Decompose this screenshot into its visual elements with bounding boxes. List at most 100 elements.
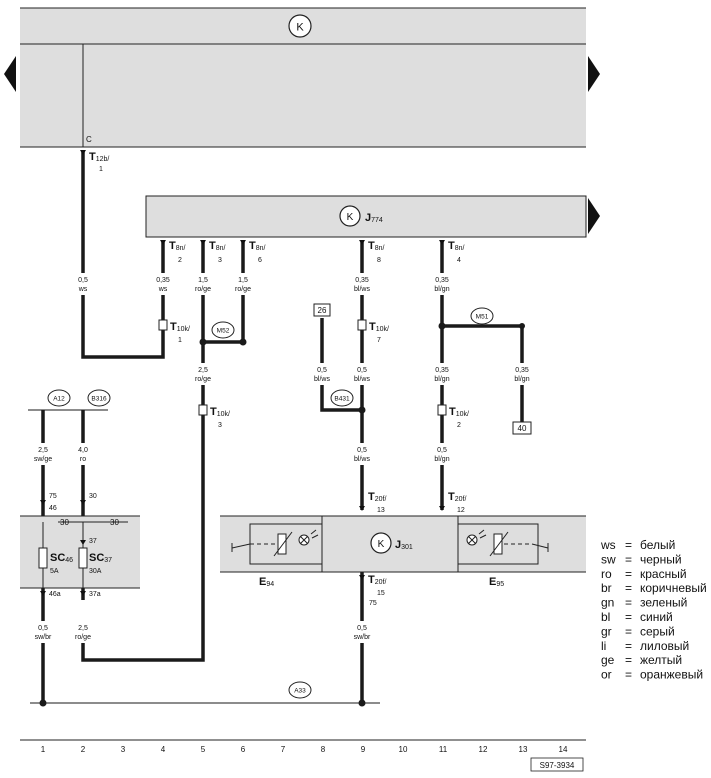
point-label: B431: [334, 396, 350, 403]
pin-arrow-icon: [200, 240, 206, 245]
wire-size: 0,35: [355, 277, 369, 284]
legend-code: bl: [601, 610, 610, 624]
wire-size: 0,5: [357, 625, 367, 632]
t10k7-pin: 7: [377, 337, 381, 344]
wire-label: 0,5bl/ws: [348, 443, 376, 465]
sc37-amp: 30A: [89, 568, 102, 575]
wire-label: 0,5 bl/ws: [308, 363, 336, 385]
t20f15-label: T20f/: [368, 574, 386, 586]
sc46-out-pin: 46a: [49, 591, 61, 598]
legend-name: оранжевый: [640, 668, 703, 682]
legend-entry: sw=черный: [601, 552, 682, 566]
t10k2-pin: 2: [457, 422, 461, 429]
wire-size: 4,0: [78, 447, 88, 454]
pin-arrow-icon: [439, 240, 445, 245]
fuse-box-sc: 30 30 SC46 5A SC37 30A 37 46 75 30 46a 3…: [20, 493, 140, 598]
t20f15-terminal: 75: [369, 600, 377, 607]
wire-label: 0,5sw/br: [29, 621, 57, 643]
t20f15-pin: 15: [377, 590, 385, 597]
legend-entry: ge=желтый: [601, 653, 682, 667]
grid-number: 9: [361, 745, 366, 754]
wire-label: 0,5bl/gn: [428, 443, 456, 465]
grid-number: 7: [281, 745, 286, 754]
wire-label: 2,5ro/ge: [69, 621, 97, 643]
figure-id: S97-3934: [540, 761, 575, 770]
wire-color: ws: [158, 286, 168, 293]
wire-size: 0,35: [156, 277, 170, 284]
t8n2-pin: 2: [178, 257, 182, 264]
t12b-label: T12b/: [89, 151, 109, 163]
legend-name: белый: [640, 538, 675, 552]
e94-heater-switch-icon: [231, 523, 323, 565]
t8n3-pin: 3: [218, 257, 222, 264]
t10k1-pin: 1: [178, 337, 182, 344]
legend-name: зеленый: [640, 596, 687, 610]
point-b431: B431: [330, 389, 354, 407]
point-label: A12: [53, 396, 65, 403]
wire-label: 0,5bl/ws: [348, 363, 376, 385]
pin-arrow-icon: [359, 240, 365, 245]
pin-arrow-icon: [439, 506, 445, 511]
t10k1-label: T10k/: [170, 321, 190, 333]
sc46-feed-pin: 75: [49, 493, 57, 500]
t8n6-label: T8n/: [249, 240, 266, 252]
point-label: M52: [217, 328, 230, 335]
legend-name: желтый: [640, 653, 682, 667]
j774-symbol: K: [347, 212, 354, 223]
j301-label: J301: [395, 539, 413, 551]
wire-label: 1,5ro/ge: [229, 273, 257, 295]
pin-arrow-icon: [359, 506, 365, 511]
ref-40: 40: [518, 424, 527, 433]
legend-name: красный: [640, 567, 687, 581]
top-control-unit: K C: [4, 7, 600, 148]
wire-color: bl/ws: [314, 376, 330, 383]
legend-entry: li=лиловый: [601, 639, 689, 653]
wire-color: ws: [78, 286, 88, 293]
inline-connector-icons: [158, 319, 447, 416]
legend-eq: =: [625, 538, 632, 552]
t8n8-label: T8n/: [368, 240, 385, 252]
wire-color: bl/ws: [354, 456, 370, 463]
legend-entry: br=коричневый: [601, 581, 707, 595]
t20f12-pin: 12: [457, 507, 465, 514]
point-a12: A12: [47, 389, 71, 407]
t8n2-label: T8n/: [169, 240, 186, 252]
pin-arrow-icon: [160, 240, 166, 245]
wire-size: 0,5: [317, 367, 327, 374]
e95-heater-switch-icon: [457, 523, 549, 565]
continue-right-arrow-icon: [588, 198, 600, 234]
wire-size: 2,5: [78, 625, 88, 632]
sc37-in-pin: 37: [89, 538, 97, 545]
legend-name: синий: [640, 610, 673, 624]
wire-label: 2,5sw/ge: [29, 443, 57, 465]
wire-color: sw/br: [35, 634, 52, 641]
sc46-label: SC46: [50, 552, 73, 564]
t8n3-label: T8n/: [209, 240, 226, 252]
t8n4-label: T8n/: [448, 240, 465, 252]
pin-arrow-icon: [80, 591, 86, 596]
wire-ws-col2: [81, 150, 165, 359]
pin-arrow-icon: [240, 240, 246, 245]
legend-eq: =: [625, 596, 632, 610]
t10k2-label: T10k/: [449, 406, 469, 418]
legend-entry: ws=белый: [600, 538, 675, 552]
legend-name: серый: [640, 624, 675, 638]
legend-entry: gn=зеленый: [601, 596, 687, 610]
j301-band: K J301: [220, 515, 586, 588]
e94-label: E94: [259, 576, 274, 588]
pin-markers: [40, 150, 445, 596]
legend-eq: =: [625, 567, 632, 581]
legend-eq: =: [625, 639, 632, 653]
legend-entry: bl=синий: [601, 610, 673, 624]
grid-number: 6: [241, 745, 246, 754]
wire-color: ro/ge: [195, 376, 211, 383]
wire-color: sw/br: [354, 634, 371, 641]
legend-code: gr: [601, 624, 612, 638]
legend-entry: or=оранжевый: [601, 668, 703, 682]
wire-size: 0,5: [78, 277, 88, 284]
legend-name: лиловый: [640, 639, 689, 653]
